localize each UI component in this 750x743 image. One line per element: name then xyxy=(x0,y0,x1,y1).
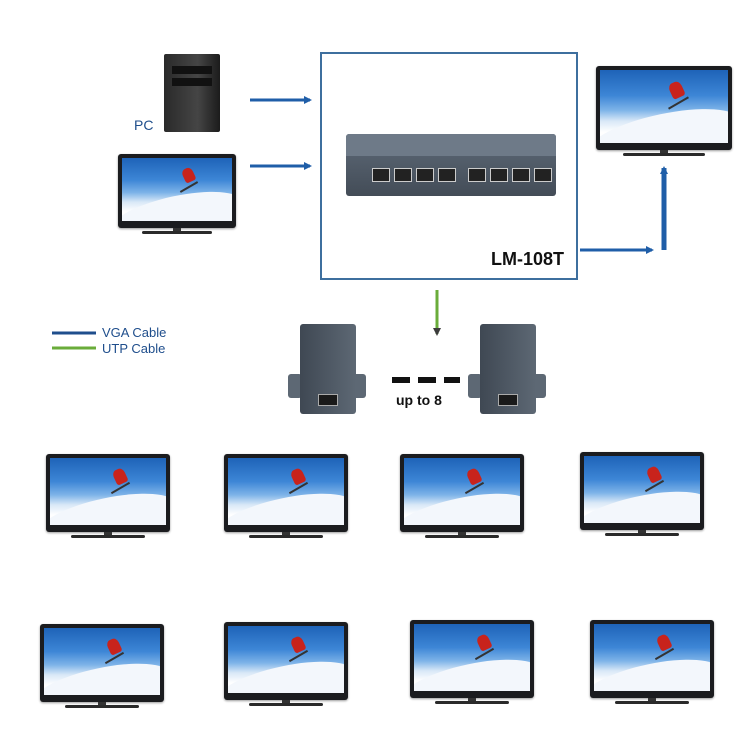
receiver-monitor xyxy=(400,454,524,540)
vga-utp-splitter-device xyxy=(346,134,556,196)
remote-output-monitor xyxy=(596,66,732,158)
model-label: LM-108T xyxy=(490,249,564,269)
local-monitor xyxy=(118,154,236,236)
legend-utp-label: UTP Cable xyxy=(102,341,166,356)
receiver-monitor xyxy=(410,620,534,706)
splitter-device-frame: LM-108T xyxy=(320,52,578,280)
pc-label: PC xyxy=(134,117,154,133)
pc-tower-icon xyxy=(164,54,220,132)
receiver-monitor xyxy=(590,620,714,706)
receiver-monitor xyxy=(40,624,164,710)
receiver-extender-right xyxy=(468,324,546,414)
receiver-extender-left xyxy=(288,324,366,414)
receiver-monitor xyxy=(224,622,348,708)
legend-vga-label: VGA Cable xyxy=(102,325,167,340)
receiver-monitor xyxy=(224,454,348,540)
distance-label: up to 8 xyxy=(396,392,442,408)
receiver-monitor xyxy=(46,454,170,540)
receiver-monitor xyxy=(580,452,704,538)
